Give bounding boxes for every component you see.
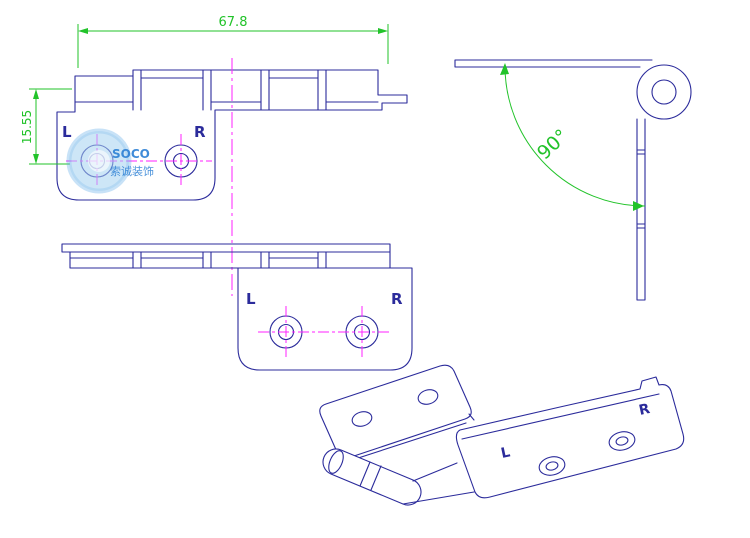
iso-barrel-pin-end (328, 450, 344, 474)
plan-knuckle-lines (132, 69, 327, 111)
watermark-text-latin: SOCO (112, 147, 150, 161)
iso-right-hole-left-outer (538, 456, 566, 476)
side-knuckle-inner-circle (651, 79, 677, 105)
view-front: L R (61, 243, 413, 371)
dimension-angle: 90° (500, 63, 646, 211)
iso-right-plate-outline (455, 376, 685, 499)
dimension-height-arrow-bottom (33, 154, 39, 164)
side-knuckle-gap-ticks (636, 149, 646, 229)
dimension-height-value: 15.55 (20, 110, 34, 144)
iso-barrel-outline (322, 448, 422, 506)
view-iso: R L (319, 364, 685, 506)
dimension-angle-arrow-top (500, 63, 509, 75)
watermark-text-cjk: 索诚装饰 (110, 164, 154, 178)
watermark-logo: SOCO 索诚装饰 (66, 128, 154, 194)
iso-left-hole-right (417, 389, 439, 405)
side-horizontal-leaf (454, 59, 653, 68)
dimension-width-value: 67.8 (219, 15, 248, 30)
iso-barrel-to-plate-lines (402, 462, 475, 505)
front-knuckle-lines (132, 251, 327, 269)
iso-left-wing-outline (319, 364, 472, 459)
plan-label-right: R (194, 123, 206, 141)
front-label-left: L (246, 290, 256, 308)
iso-left-hole-left (351, 411, 373, 427)
watermark-inner-shape (88, 150, 110, 172)
iso-barrel-ring-lines (359, 461, 382, 491)
dimension-height-lines (29, 88, 72, 165)
dimension-width-arrow-left (78, 28, 88, 34)
dimension-width-lines (77, 24, 389, 68)
plan-knuckle-detail-lines (74, 77, 379, 103)
view-side: 90° (454, 59, 692, 301)
plan-hinge-outline (56, 69, 408, 201)
iso-right-hole-right-inner (615, 436, 629, 446)
iso-label-left: L (500, 444, 512, 462)
side-vertical-leaf (636, 118, 646, 301)
dimension-height: 15.55 (20, 88, 72, 165)
iso-right-hole-left-inner (545, 461, 559, 471)
dimension-angle-arrow-bottom (633, 201, 644, 211)
dimension-width: 67.8 (77, 15, 389, 68)
plan-label-left: L (62, 123, 72, 141)
view-plan: L R 67.8 15.55 SOCO 索诚装饰 (20, 15, 408, 296)
front-hole-centerlines (258, 306, 392, 358)
iso-right-hole-right-outer (608, 431, 636, 451)
iso-label-right: R (638, 401, 652, 419)
dimension-angle-arc (504, 65, 646, 207)
side-knuckle-outer-circle (636, 64, 692, 120)
front-label-right: R (391, 290, 403, 308)
dimension-width-arrow-right (378, 28, 388, 34)
dimension-height-arrow-top (33, 89, 39, 99)
front-leaf-outline (61, 243, 391, 269)
front-plate-outline (237, 267, 413, 371)
iso-right-plate-thickness-line (461, 393, 660, 440)
dimension-angle-value: 90° (533, 125, 573, 164)
